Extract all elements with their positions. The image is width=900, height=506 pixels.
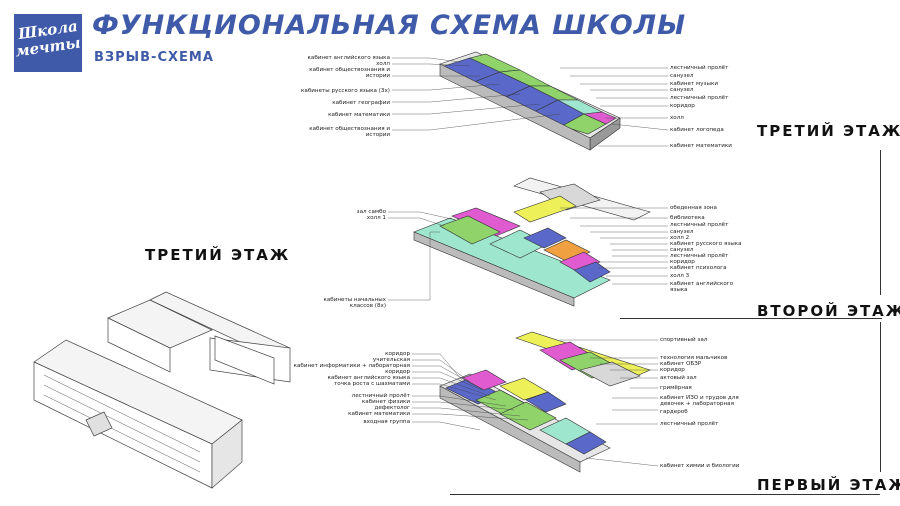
label-3f-r2: кабинет музыки <box>670 81 718 87</box>
label-1f-l0: коридор <box>385 351 410 357</box>
label-2f-l3: классов (8х) <box>349 303 386 309</box>
label-2f-r0: обеденная зона <box>670 205 717 211</box>
label-2f-r7: лестничный пролёт <box>670 253 729 259</box>
divider-line <box>620 318 882 319</box>
label-2f-r11: кабинет английского <box>670 281 734 287</box>
label-3f-l5: кабинет географии <box>332 100 390 106</box>
label-1f-l6: лестничный пролёт <box>351 393 410 399</box>
label-3f-r1: санузел <box>670 73 694 79</box>
label-3f-r7: кабинет логопеда <box>670 127 724 133</box>
page-subtitle: ВЗРЫВ-СХЕМА <box>94 50 214 65</box>
label-3f-l1: холл <box>376 61 390 67</box>
label-3f-r4: лестничный пролёт <box>670 95 729 101</box>
label-1f-l2: кабинет информатики + лабораторная <box>293 363 410 369</box>
label-2f-r2: лестничный пролёт <box>670 222 729 228</box>
label-3f-l6: кабинет математики <box>328 112 390 118</box>
label-2f-r8: коридор <box>670 259 695 265</box>
label-1f-l3: коридор <box>385 369 410 375</box>
label-3f-r5: коридор <box>670 103 695 109</box>
label-1f-r3: коридор <box>660 367 685 373</box>
label-3f-l8: истории <box>365 132 390 138</box>
school-logo: Школа мечты <box>14 14 82 72</box>
first-floor-label: ПЕРВЫЙ ЭТАЖ <box>757 476 900 494</box>
label-2f-r6: санузел <box>670 247 694 253</box>
third-floor-label: ТРЕТИЙ ЭТАЖ <box>757 122 900 140</box>
label-1f-l7: кабинет физики <box>361 399 410 405</box>
label-1f-l8: дефектолог <box>374 405 410 411</box>
label-3f-l7: кабинет обществознания и <box>309 126 390 132</box>
label-1f-r4: актовый зал <box>660 375 697 381</box>
label-2f-r1: библиотека <box>670 215 705 221</box>
label-3f-r6: холл <box>670 115 684 121</box>
label-2f-r5: кабинет русского языка <box>670 241 742 247</box>
overview-label: ТРЕТИЙ ЭТАЖ <box>145 246 291 264</box>
second-floor-leaders <box>388 207 668 301</box>
second-floor-label: ВТОРОЙ ЭТАЖ <box>757 302 900 320</box>
first-floor-plan <box>439 331 651 473</box>
divider-line <box>450 494 880 495</box>
label-1f-l10: входная группа <box>363 419 410 425</box>
label-1f-l1: учительская <box>372 357 410 363</box>
label-1f-l9: кабинет математики <box>348 411 410 417</box>
third-floor-plan <box>439 51 621 151</box>
label-1f-l5: точка роста с шахматами <box>334 381 410 387</box>
label-3f-l0: кабинет английского языка <box>307 55 390 61</box>
label-2f-l0: зал самбо <box>356 209 386 215</box>
label-1f-r7: девочек + лабораторная <box>660 401 734 407</box>
label-1f-l4: кабинет английского языка <box>327 375 410 381</box>
label-3f-r3: санузел <box>670 87 694 93</box>
label-2f-r12: языка <box>670 287 688 293</box>
label-1f-r8: гардероб <box>660 409 688 415</box>
label-2f-l1: холл 1 <box>366 215 386 221</box>
label-1f-r5: гримёрная <box>660 385 692 391</box>
divider-line <box>880 150 881 295</box>
label-2f-r3: санузел <box>670 229 694 235</box>
label-3f-r8: кабинет математики <box>670 143 732 149</box>
third-floor-leaders <box>392 57 669 147</box>
first-floor-leaders <box>412 339 659 467</box>
building-3d-overview <box>33 291 291 489</box>
second-floor-plan <box>413 177 651 307</box>
label-1f-r10: кабинет химии и биологии <box>660 463 740 469</box>
label-3f-r0: лестничный пролёт <box>670 65 729 71</box>
page-title: ФУНКЦИОНАЛЬНАЯ СХЕМА ШКОЛЫ <box>92 10 687 41</box>
label-3f-l2: кабинет обществознания и <box>309 67 390 73</box>
label-1f-r2: кабинет ОБЗР <box>660 361 702 367</box>
label-2f-r10: холл 3 <box>670 273 690 279</box>
label-2f-r9: кабинет психолога <box>670 265 727 271</box>
label-2f-l2: кабинеты начальных <box>323 297 386 303</box>
label-1f-r9: лестничный пролёт <box>660 421 719 427</box>
label-1f-r6: кабинет ИЗО и трудов для <box>660 395 739 401</box>
divider-line <box>880 322 881 472</box>
label-3f-l4: кабинеты русского языка (3х) <box>301 88 390 94</box>
label-2f-r4: холл 2 <box>670 235 690 241</box>
label-3f-l3: истории <box>365 73 390 79</box>
label-1f-r0: спортивный зал <box>660 337 708 343</box>
label-1f-r1: технология мальчиков <box>660 355 728 361</box>
